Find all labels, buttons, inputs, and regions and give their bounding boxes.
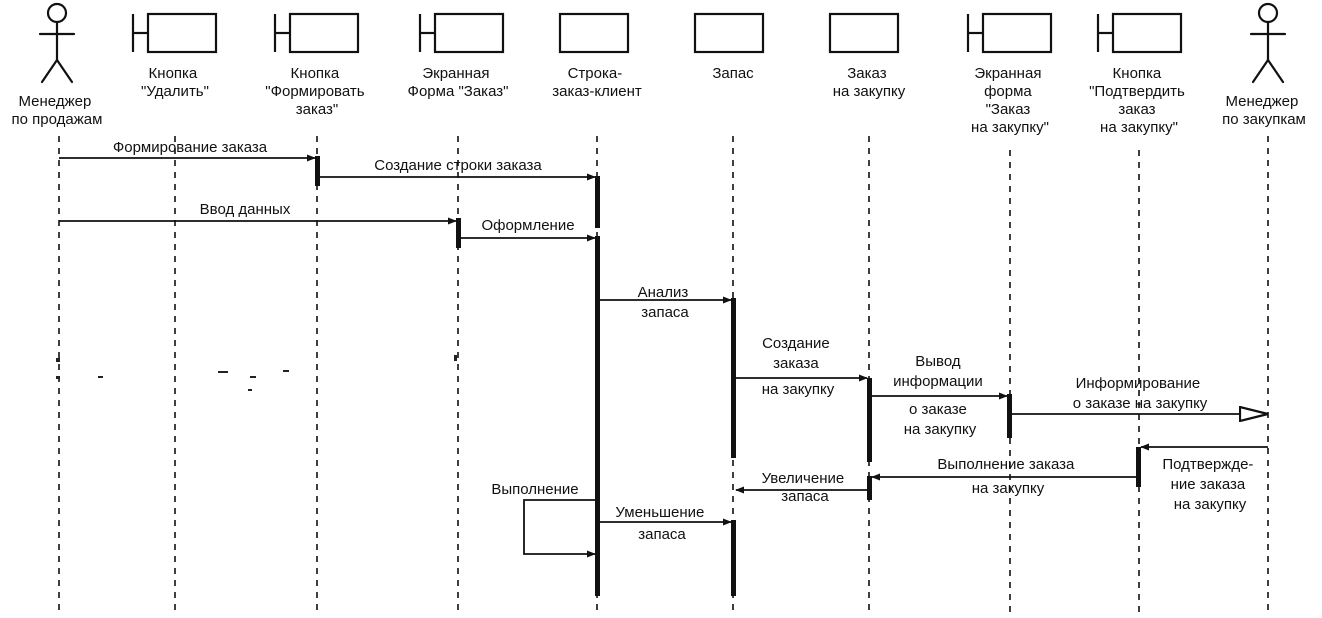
activation-order-line-2 <box>595 236 600 596</box>
activation-order-screen <box>456 218 461 248</box>
msg-label-checkout: Оформление <box>481 217 574 234</box>
msg-label-enter-data: Ввод данных <box>200 201 291 218</box>
activation-purchase-order-2 <box>867 476 872 500</box>
scan-artifacts <box>56 355 457 391</box>
activation-purchase-screen <box>1007 394 1012 438</box>
order-screen-boundary-icon <box>418 12 505 54</box>
participant-label-delete-button: Кнопка "Удалить" <box>141 65 209 100</box>
confirm-button-boundary-icon <box>1096 12 1183 54</box>
msg-label-notify: Информирование о заказе на закупку <box>1073 375 1208 412</box>
participant-label-order-line: Строка- заказ-клиент <box>552 65 642 100</box>
activation-order-line-1 <box>595 176 600 228</box>
participant-label-stock: Запас <box>712 65 754 82</box>
participant-label-sales-manager: Менеджер по продажам <box>12 93 103 128</box>
msg-label-create-line: Создание строки заказа <box>374 157 542 174</box>
msg-label-form-order: Формирование заказа <box>113 139 268 156</box>
delete-button-boundary-icon <box>131 12 218 54</box>
activation-stock-2 <box>731 520 736 596</box>
stock-entity-icon <box>693 12 765 54</box>
purchase-manager-actor-icon <box>1249 2 1287 84</box>
participant-label-confirm-button: Кнопка "Подтвердить заказ на закупку" <box>1089 65 1189 136</box>
msg-label-fulfil-purchase: Выполнение заказа на закупку <box>937 456 1078 497</box>
msg-label-confirm: Подтвержде- ние заказа на закупку <box>1162 456 1257 513</box>
activation-stock-1 <box>731 298 736 458</box>
msg-label-create-purchase: Создание заказа на закупку <box>762 335 835 398</box>
participant-label-order-screen: Экранная Форма "Заказ" <box>408 65 509 100</box>
purchase-screen-boundary-icon <box>966 12 1053 54</box>
participant-label-form-order-button: Кнопка "Формировать заказ" <box>265 65 368 118</box>
arrow-execute-self <box>523 499 596 558</box>
form-order-button-boundary-icon <box>273 12 360 54</box>
msg-label-increase-stock: Увеличение запаса <box>762 470 849 505</box>
purchase-order-entity-icon <box>828 12 900 54</box>
msg-label-decrease-stock: Уменьшение запаса <box>615 504 708 543</box>
participant-label-purchase-manager: Менеджер по закупкам <box>1222 93 1306 128</box>
order-line-entity-icon <box>558 12 630 54</box>
sales-manager-actor-icon <box>38 2 76 84</box>
participant-label-purchase-screen: Экранная форма "Заказ на закупку" <box>971 65 1049 136</box>
msg-label-analyze-stock: Анализ запаса <box>638 284 693 321</box>
msg-label-show-info: Вывод информации о заказе на закупку <box>893 353 987 438</box>
activation-form-order-button <box>315 156 320 186</box>
participant-label-purchase-order: Заказ на закупку <box>833 65 906 100</box>
activation-confirm-button <box>1136 447 1141 487</box>
msg-label-execute: Выполнение <box>491 481 578 498</box>
activation-purchase-order <box>867 378 872 462</box>
